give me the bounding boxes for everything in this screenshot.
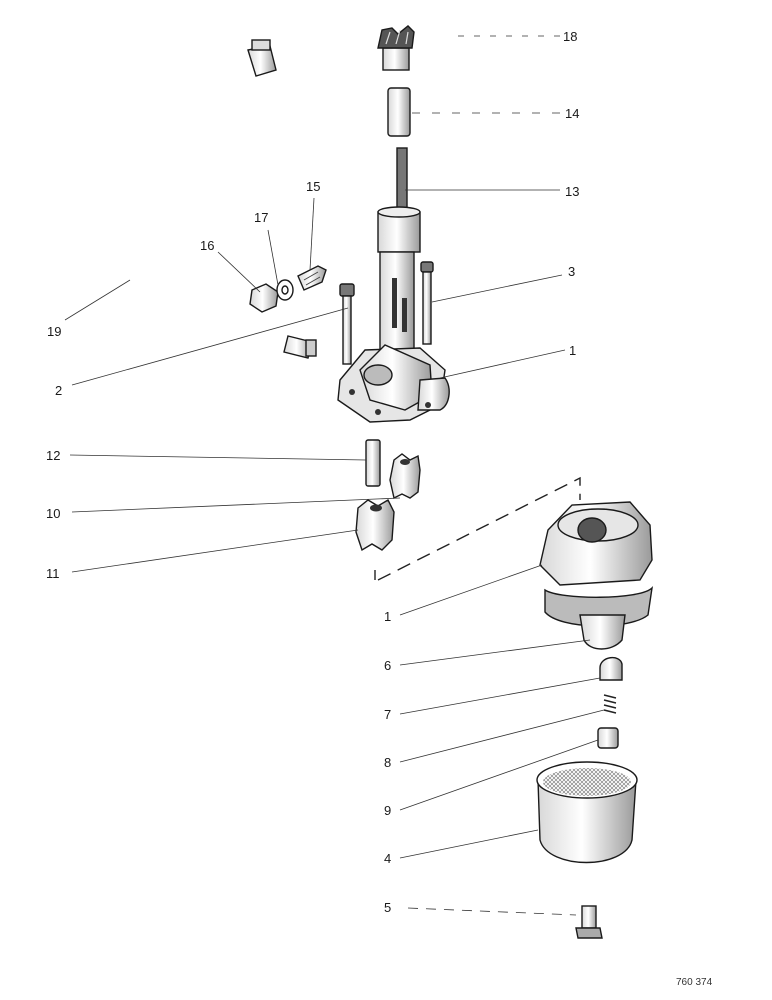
reference-code: 760 374 (676, 977, 713, 988)
callout-13: 13 (565, 184, 579, 199)
callout-14: 14 (565, 106, 579, 121)
callout-4: 4 (384, 851, 391, 866)
callout-6: 6 (384, 658, 391, 673)
long-bolt-left (339, 283, 355, 365)
driven-rotor (389, 453, 421, 500)
callout-16: 16 (200, 238, 214, 253)
callout-2: 2 (55, 383, 62, 398)
callout-9: 9 (384, 803, 391, 818)
callout-10: 10 (46, 506, 60, 521)
drive-gear (377, 25, 415, 71)
callout-5: 5 (384, 900, 391, 915)
oil-strainer (536, 761, 638, 864)
leader-lines (64, 35, 605, 916)
callout-18: 18 (563, 29, 577, 44)
callout-17: 17 (254, 210, 268, 225)
callout-12: 12 (46, 448, 60, 463)
callout-15: 15 (306, 179, 320, 194)
oil-pipe (111, 39, 317, 359)
callout-7: 7 (384, 707, 391, 722)
drive-rotor (355, 499, 395, 552)
pipe-bottom-union (283, 335, 317, 359)
callout-19: 19 (47, 324, 61, 339)
washer (276, 279, 294, 301)
callout-1-upper: 1 (569, 343, 576, 358)
strainer-screw (575, 905, 603, 939)
callout-1-lower: 1 (384, 609, 391, 624)
drive-sleeve (387, 87, 411, 137)
relief-plunger (599, 657, 623, 681)
pump-body (337, 206, 450, 423)
gear-spindle (365, 439, 381, 487)
callout-8: 8 (384, 755, 391, 770)
relief-spring (603, 694, 617, 714)
alignment-dashed-line (374, 476, 581, 581)
callout-11: 11 (46, 566, 60, 581)
callout-3: 3 (568, 264, 575, 279)
union-nut (249, 283, 279, 313)
spring-cap (597, 727, 619, 749)
pipe-top-union (247, 39, 277, 77)
long-bolt-right (420, 261, 434, 345)
pump-body-lower-view (539, 501, 654, 650)
relief-valve-plunger (297, 265, 327, 291)
